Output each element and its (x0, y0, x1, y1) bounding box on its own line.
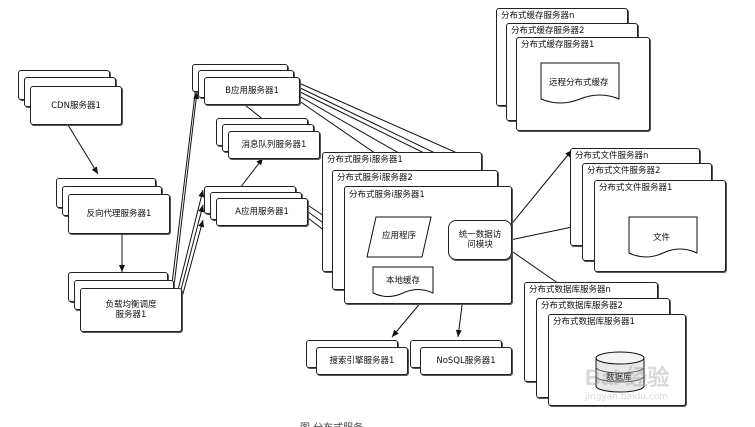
b-app-server: B应用服务器1 (204, 77, 300, 105)
figure-caption: 图 分布式服务 (300, 419, 363, 427)
svc-server-2-label: 分布式服务i服务器2 (337, 173, 413, 183)
unified-data-access-module: 统一数据访 问模块 (448, 220, 512, 260)
reverse-proxy-label: 反向代理服务器1 (86, 209, 152, 219)
lb-label-line2: 服务器1 (115, 310, 147, 320)
watermark-line2: jingyan.baidu.com (585, 392, 669, 402)
arrow-lb-to-a3 (177, 219, 205, 313)
data-access-line1: 统一数据访 (458, 230, 502, 240)
local-cache-label: 本地缓存 (386, 276, 421, 286)
a-app-server: A应用服务器1 (216, 198, 308, 226)
fs-server-n-label: 分布式文件服务器n (575, 151, 649, 161)
svc-server-1-label: 分布式服务i服务器1 (349, 190, 425, 200)
nosql-label: NoSQL服务器1 (436, 356, 496, 366)
app-program-shape (366, 216, 432, 258)
search-label: 搜索引擎服务器1 (329, 356, 395, 366)
database-cylinder-icon (595, 351, 645, 393)
data-access-line2: 问模块 (467, 240, 493, 250)
arrow-lb-to-b2 (171, 91, 200, 304)
database-label: 数据库 (606, 373, 632, 383)
remote-cache-label: 远程分布式缓存 (549, 78, 609, 88)
svc-server-n-label: 分布式服务i服务器1 (327, 155, 403, 165)
cache-server-n-label: 分布式缓存服务器n (501, 11, 575, 21)
arrow-access-to-fs (509, 224, 578, 241)
arrow-lb-to-b1 (169, 77, 200, 301)
lb-label-line1: 负载均衡调度 (105, 300, 157, 310)
remote-cache-shape (540, 62, 620, 104)
db-server-n-label: 分布式数据库服务器n (529, 285, 611, 295)
search-engine-server: 搜索引擎服务器1 (316, 347, 408, 375)
fs-server-2-label: 分布式文件服务器2 (587, 166, 661, 176)
file-label: 文件 (653, 233, 671, 243)
load-balancer-server: 负载均衡调度 服务器1 (80, 288, 182, 332)
mq-label: 消息队列服务器1 (241, 140, 307, 150)
cache-server-2-label: 分布式缓存服务器2 (511, 26, 585, 36)
message-queue-server: 消息队列服务器1 (228, 131, 320, 159)
cdn-server-label: CDN服务器1 (51, 100, 101, 111)
arrow-cdn-to-proxy (67, 124, 99, 175)
cache-server-1-label: 分布式缓存服务器1 (521, 40, 595, 50)
fs-server-1-label: 分布式文件服务器1 (599, 183, 673, 193)
db-server-2-label: 分布式数据库服务器2 (541, 301, 623, 311)
baidu-watermark: Bai 经验 jingyan.baidu.com (585, 360, 735, 410)
arrow-access-to-cache (504, 149, 573, 233)
arrow-b-to-svcn (291, 79, 474, 161)
local-cache-shape (372, 266, 434, 297)
db-server-1-label: 分布式数据库服务器1 (553, 317, 635, 327)
cdn-server: CDN服务器1 (30, 86, 122, 125)
reverse-proxy-server: 反向代理服务器1 (68, 194, 170, 234)
nosql-server: NoSQL服务器1 (420, 347, 512, 375)
file-shape (628, 216, 698, 258)
watermark-line1: Bai 经验 (585, 365, 670, 390)
b-app-label: B应用服务器1 (225, 86, 279, 96)
arrow-a-to-mq (239, 157, 264, 189)
arrow-lb-to-a1 (173, 189, 205, 307)
app-program-label: 应用程序 (382, 231, 417, 241)
a-app-label: A应用服务器1 (235, 207, 289, 217)
